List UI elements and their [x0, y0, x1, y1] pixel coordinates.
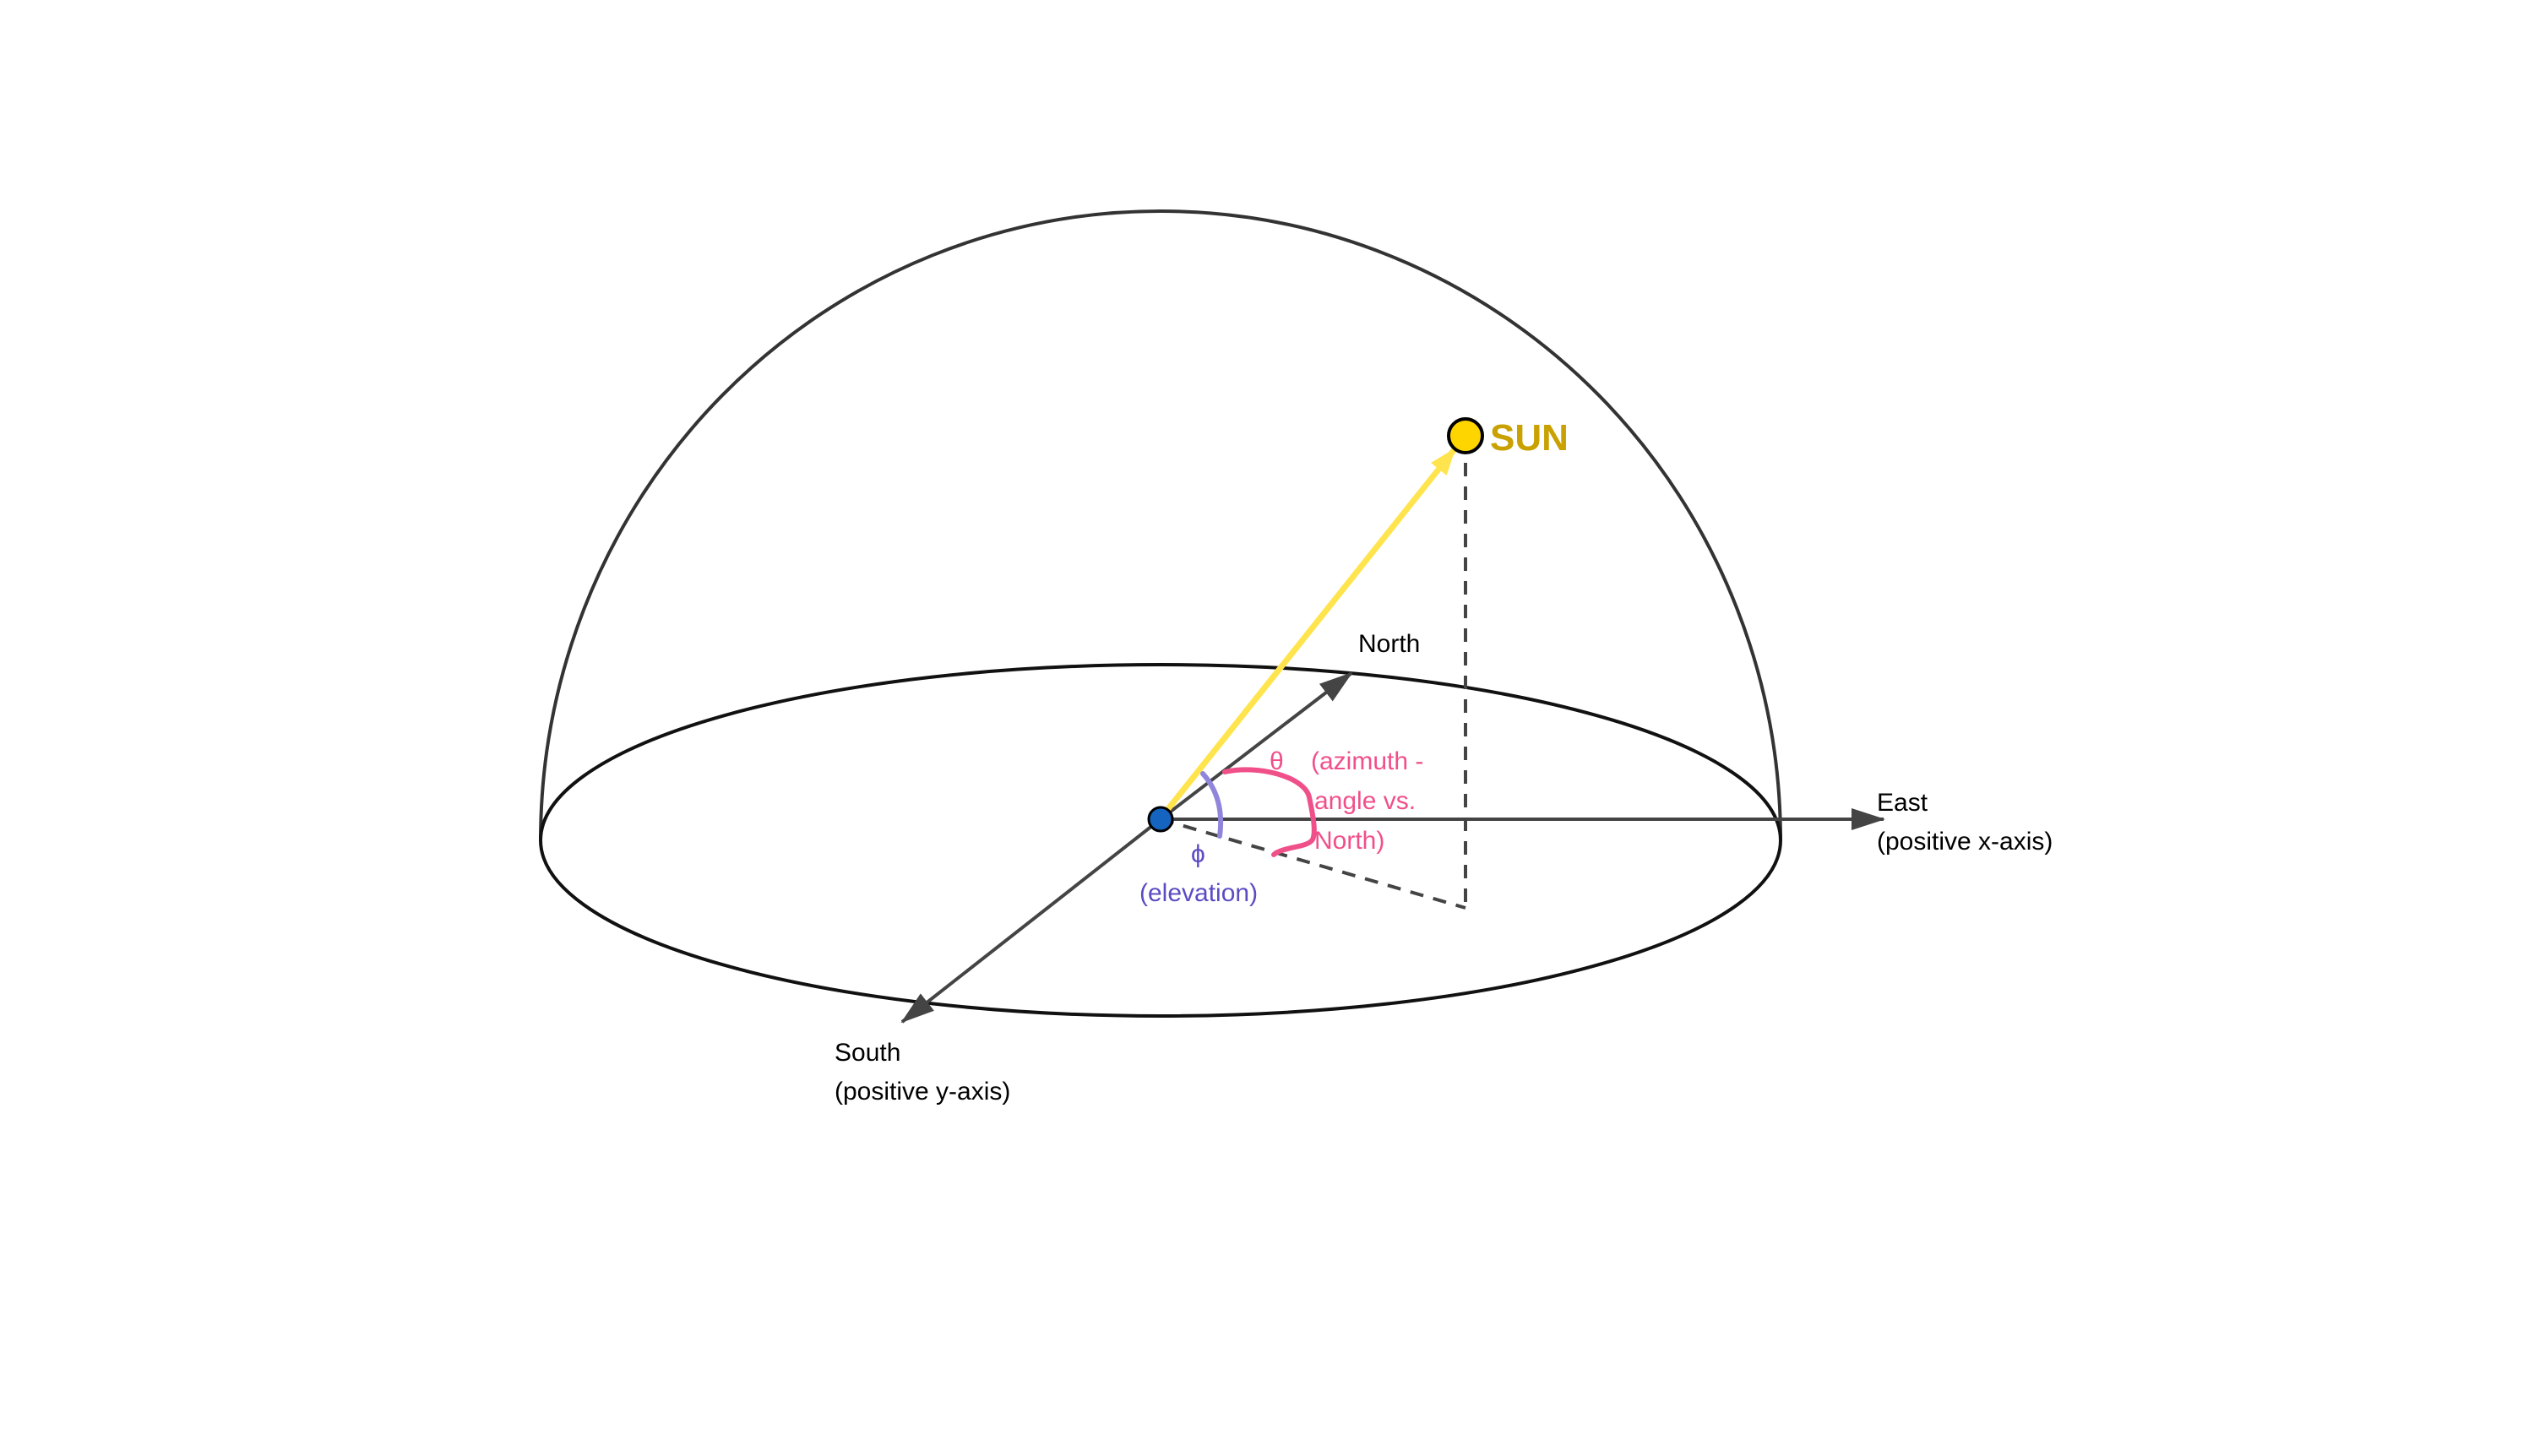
north-axis-arrow	[1159, 671, 1353, 821]
south-axis-arrow	[900, 818, 1162, 1024]
azimuth-angle-arc	[1222, 767, 1317, 857]
azimuth-label-line-2: angle vs.	[1314, 787, 1416, 815]
sun-ground-projection-line	[1160, 818, 1466, 910]
elevation-phi-symbol: ϕ	[1191, 840, 1205, 868]
azimuth-theta-symbol: θ	[1270, 747, 1284, 775]
east-axis-description: (positive x-axis)	[1877, 828, 2053, 856]
sun-label: SUN	[1490, 417, 1569, 459]
sun-direction-vector	[1161, 447, 1457, 817]
sun-icon	[1447, 417, 1484, 454]
elevation-label: (elevation)	[1139, 879, 1258, 907]
east-label: East	[1877, 789, 1928, 817]
azimuth-label-line-3: North)	[1314, 827, 1384, 855]
elevation-angle-arc	[1200, 771, 1224, 839]
observer-point	[1147, 806, 1174, 833]
azimuth-label-line-1: (azimuth -	[1311, 747, 1423, 775]
horizon-ellipse	[539, 663, 1782, 1018]
south-axis-description: (positive y-axis)	[835, 1078, 1010, 1106]
north-label: North	[1358, 630, 1420, 658]
south-label: South	[835, 1039, 900, 1067]
hemisphere-dome	[539, 209, 1782, 841]
